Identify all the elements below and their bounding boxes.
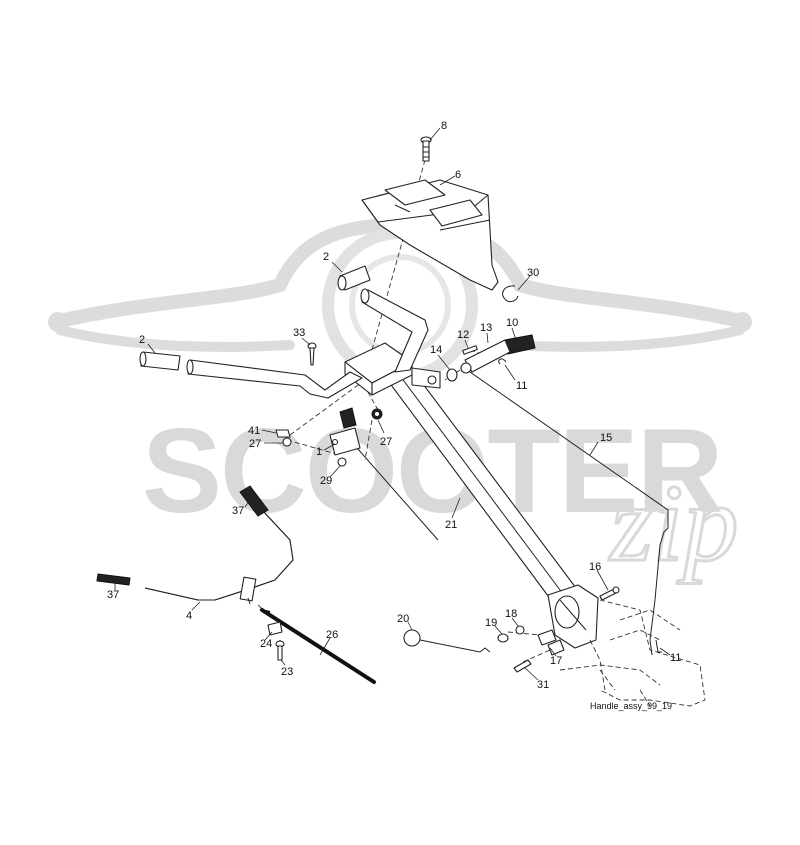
fastener-41 <box>275 429 291 438</box>
control-bracket-1 <box>329 407 361 456</box>
callout-20: 20 <box>397 613 409 625</box>
handle-tube <box>379 359 599 649</box>
clamp-24 <box>267 621 283 636</box>
callout-37-upper: 37 <box>232 505 244 517</box>
bolt-23 <box>275 640 285 661</box>
bolt-16 <box>599 586 620 601</box>
callout-21: 21 <box>445 519 457 531</box>
diagram-caption: Handle_assy_99_19 <box>590 701 672 711</box>
callout-14: 14 <box>430 344 442 356</box>
callout-8: 8 <box>441 120 447 132</box>
callout-33: 33 <box>293 327 305 339</box>
callout-16: 16 <box>589 561 601 573</box>
pin-12 <box>462 345 478 355</box>
grip-37-upper <box>239 485 269 517</box>
console-cover <box>361 179 499 291</box>
screw-33 <box>307 342 317 366</box>
callout-13: 13 <box>480 322 492 334</box>
bolt-8 <box>420 136 432 162</box>
callout-11-upper: 11 <box>516 380 527 392</box>
tiller-body-ghost <box>559 599 706 707</box>
callout-26: 26 <box>326 629 338 641</box>
lever-4 <box>144 509 294 605</box>
callout-17: 17 <box>550 655 562 667</box>
clip-11 <box>498 358 507 365</box>
handlebar-lower <box>139 351 363 399</box>
nut-18 <box>515 625 525 635</box>
watermark: SCOOTER zip <box>48 217 752 586</box>
callout-2-lower: 2 <box>139 334 145 346</box>
callout-2-upper: 2 <box>323 251 329 263</box>
watermark-script: zip <box>608 462 738 584</box>
callout-11-lower: 11 <box>670 652 681 664</box>
callout-23: 23 <box>281 666 293 678</box>
nut-27-left <box>282 437 292 447</box>
leader-lines <box>114 127 671 681</box>
callout-12: 12 <box>457 329 469 341</box>
rod-15 <box>469 371 669 656</box>
callout-15: 15 <box>600 432 612 444</box>
callout-30: 30 <box>527 267 539 279</box>
grip-37-lower <box>96 573 131 586</box>
callout-29: 29 <box>320 475 332 487</box>
callout-4: 4 <box>186 610 192 622</box>
callout-27-left: 27 <box>249 438 261 450</box>
handlebar-upper <box>337 265 429 373</box>
clip-30 <box>502 285 519 303</box>
nut-29 <box>337 457 347 467</box>
callout-19: 19 <box>485 617 497 629</box>
bolt-31 <box>513 659 532 673</box>
washer-14 <box>446 368 458 382</box>
callouts: 8 6 2 30 2 33 12 13 10 14 11 41 27 27 1 … <box>107 120 681 691</box>
lever-20 <box>403 629 491 653</box>
callout-6: 6 <box>455 169 461 181</box>
rod-26 <box>260 608 376 684</box>
callout-31: 31 <box>537 679 549 691</box>
callout-24: 24 <box>260 638 272 650</box>
callout-10: 10 <box>506 317 518 329</box>
cable <box>349 439 439 541</box>
callout-1: 1 <box>316 446 322 458</box>
callout-41: 41 <box>248 425 260 437</box>
lever-13 <box>460 339 511 374</box>
nut-27-right <box>371 408 383 420</box>
nut-19 <box>497 633 509 643</box>
callout-27-right: 27 <box>380 436 392 448</box>
callout-37-lower: 37 <box>107 589 119 601</box>
callout-18: 18 <box>505 608 517 620</box>
clip-11-lower <box>655 639 662 653</box>
